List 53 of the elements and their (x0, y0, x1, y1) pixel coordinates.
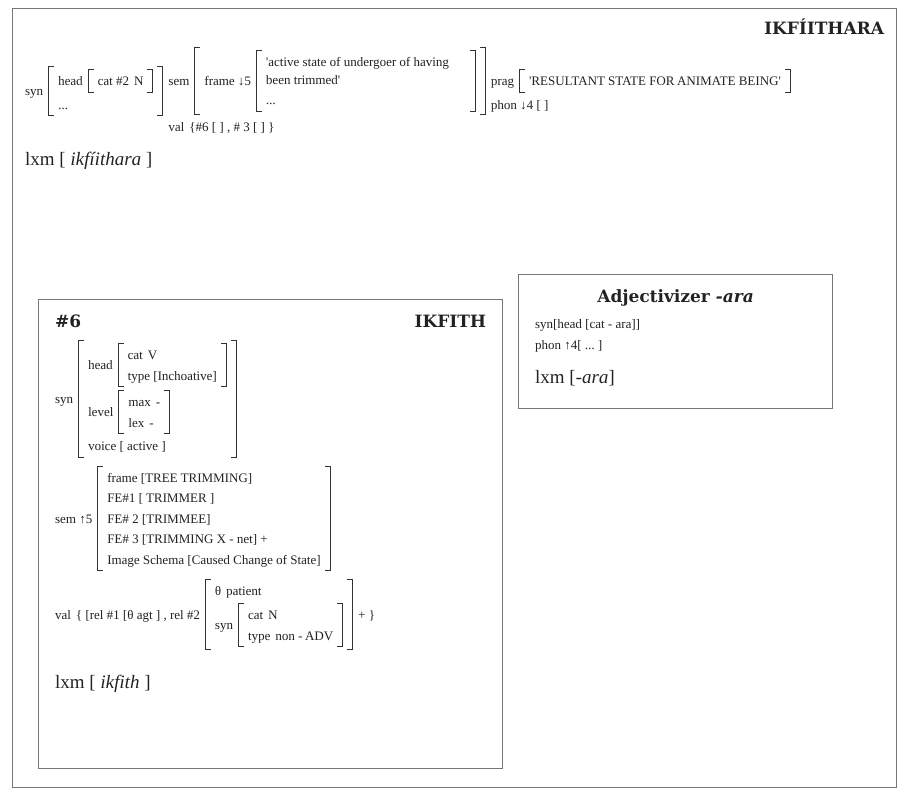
avm-text: syn (214, 616, 233, 634)
avm-text: phon ↓4 [ ] (490, 96, 548, 114)
avm-text: FE# 3 [TRIMMING X - net] + (107, 530, 268, 548)
avm-text: 'active state of undergoer of having been trimmed' (266, 53, 450, 88)
avm-text: FE#1 [ TRIMMER ] (107, 489, 214, 507)
box-heading: IKFITH (414, 312, 486, 332)
avm-text: level (88, 403, 114, 421)
avm-text: val (168, 118, 184, 136)
box-heading: #6 (55, 312, 82, 332)
avm-text: frame ↓5 (204, 72, 251, 90)
avm-text: syn (55, 390, 74, 408)
avm-text: frame [TREE TRIMMING] (107, 468, 252, 486)
avm-text: type (248, 626, 270, 644)
lexeme-label: lxm [ ikfith ] (55, 672, 151, 694)
avm-text: head (88, 356, 113, 374)
avm-text: max (128, 393, 151, 411)
avm-text: sem (168, 72, 190, 90)
avm-text: val (55, 606, 71, 624)
avm-text: - (149, 414, 154, 432)
box-heading: Adjectivizer -ara (597, 287, 754, 307)
avm-text: syn (25, 82, 44, 100)
avm-text: cat (128, 346, 143, 364)
avm-text: 'RESULTANT STATE FOR ANIMATE BEING' (529, 72, 781, 88)
avm-text: type [Inchoative] (128, 366, 217, 384)
avm-text: ... (266, 91, 276, 109)
avm-text: cat #2 (98, 72, 130, 90)
avm-text: voice [ active ] (88, 437, 166, 455)
avm-text: head (58, 72, 83, 90)
avm-text: Image Schema [Caused Change of State] (107, 550, 321, 568)
avm-text: sem ↑5 (55, 510, 92, 528)
avm-text: patient (226, 582, 262, 600)
avm-text: syn[head [cat - ara]] (535, 315, 640, 333)
avm-text: phon ↑4[ ... ] (535, 336, 602, 354)
avm-text: N (134, 72, 144, 90)
avm-text: + } (358, 606, 375, 624)
construction-box (518, 274, 833, 409)
construction-box (12, 8, 897, 788)
avm-text: FE# 2 [TRIMMEE] (107, 510, 210, 528)
avm-text: prag (490, 72, 514, 90)
avm-text: - (156, 393, 160, 411)
avm-text: ... (58, 96, 68, 114)
avm-text: cat (248, 606, 264, 624)
lexeme-label: lxm [-ara] (535, 367, 615, 390)
construction-box (38, 299, 503, 769)
avm-text: { [rel #1 [θ agt ] , rel #2 (76, 606, 200, 624)
avm-text: V (148, 346, 158, 364)
avm-text: lex (128, 414, 144, 432)
lexeme-label: lxm [ ikfíithara ] (25, 149, 152, 172)
avm-text: N (268, 606, 278, 624)
box-heading: IKFÍITHARA (764, 19, 884, 39)
avm-text: {#6 [ ] , # 3 [ ] } (189, 118, 274, 136)
avm-text: non - ADV (275, 626, 334, 644)
avm-text: θ (214, 582, 222, 600)
